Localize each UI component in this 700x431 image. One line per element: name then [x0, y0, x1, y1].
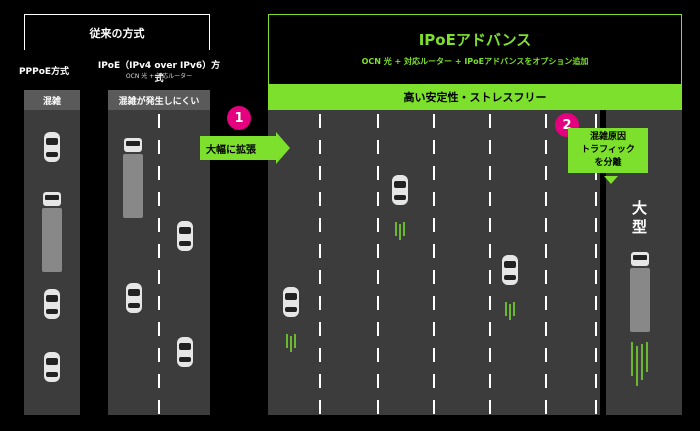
car-icon — [44, 289, 60, 319]
pppoe-lane-label: 混雑 — [24, 90, 80, 110]
speed-lines-icon — [286, 222, 648, 386]
advance-lane-divider-2 — [377, 114, 379, 426]
ipoe-title: IPoE（IPv4 over IPv6）方式 — [97, 61, 221, 84]
step-2-line-2: トラフィック — [581, 145, 635, 155]
step-2-callout: 混雑原因 トラフィック を分離 — [568, 128, 648, 173]
advance-lane-divider-1 — [319, 114, 321, 426]
ipoe-subtitle: OCN 光 + 対応ルーター — [125, 73, 193, 80]
advance-lane-divider-3 — [433, 114, 435, 426]
car-icon — [502, 255, 518, 285]
advance-lane-divider-4 — [489, 114, 491, 426]
big-lane-separator — [600, 110, 606, 415]
callout-pointer — [604, 176, 618, 184]
advance-title: IPoEアドバンス — [418, 31, 532, 49]
advance-subtitle: OCN 光 + 対応ルーター + IPoEアドバンスをオプション追加 — [361, 57, 589, 66]
step-1-badge: 1 — [227, 106, 251, 130]
arrow-head-icon — [276, 132, 290, 164]
legacy-header-label: 従来の方式 — [89, 26, 145, 40]
advance-bar: 高い安定性・ストレスフリー — [268, 84, 682, 110]
pppoe-title: PPPoE方式 — [18, 67, 70, 77]
big-lane-label: 大型 — [624, 200, 654, 244]
car-icon — [283, 287, 299, 317]
big-lane-label-text: 大型 — [630, 200, 648, 238]
car-icon — [392, 175, 408, 205]
car-icon — [177, 221, 193, 251]
car-icon — [126, 283, 142, 313]
car-icon — [177, 337, 193, 367]
advance-lane-divider-5 — [545, 114, 547, 426]
step-2-line-1: 混雑原因 — [589, 132, 626, 142]
truck-icon — [630, 252, 650, 332]
ipoe-lane-label: 混雑が発生しにくい — [108, 90, 210, 110]
truck-icon — [42, 192, 62, 272]
advance-bar-label: 高い安定性・ストレスフリー — [403, 91, 547, 104]
car-icon — [44, 132, 60, 162]
advance-header: IPoEアドバンス OCN 光 + 対応ルーター + IPoEアドバンスをオプシ… — [268, 14, 682, 84]
car-icon — [44, 352, 60, 382]
legacy-header: 従来の方式 — [24, 14, 210, 50]
truck-icon — [123, 138, 143, 218]
step-2-line-3: を分離 — [594, 158, 622, 168]
ipoe-lane-divider — [158, 114, 160, 426]
step-1-arrow: 大幅に拡張 — [200, 136, 276, 160]
step-1-label: 大幅に拡張 — [206, 144, 256, 156]
